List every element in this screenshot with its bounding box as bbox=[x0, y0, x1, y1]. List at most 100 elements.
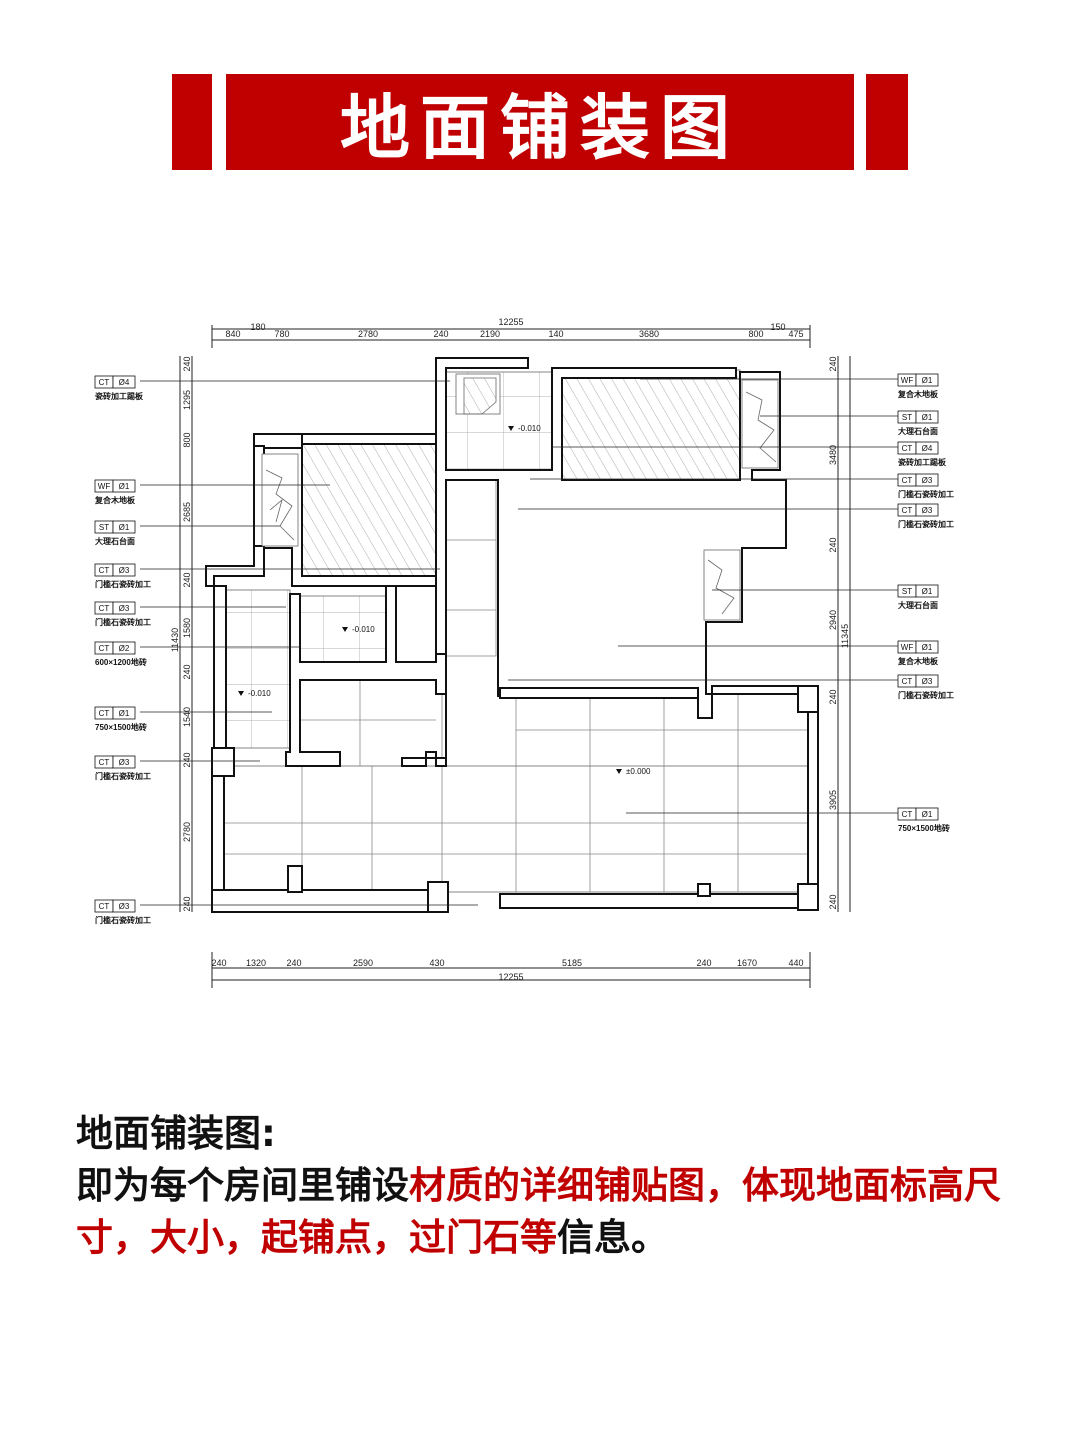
caption-text: 即为每个房间里铺设 bbox=[76, 1164, 409, 1207]
tag-num-box bbox=[112, 563, 136, 577]
top-dimension-lines bbox=[211, 325, 811, 348]
dim-bottom: 5185 bbox=[562, 958, 582, 968]
dim-top: 150 bbox=[770, 322, 785, 332]
dim-right: 240 bbox=[828, 356, 838, 371]
tag-code: WF bbox=[901, 643, 914, 652]
tag-num-box bbox=[112, 375, 136, 389]
tag-num-box bbox=[915, 410, 939, 424]
dim-bottom: 240 bbox=[696, 958, 711, 968]
left-dimension-lines bbox=[179, 356, 193, 912]
dim-right: 240 bbox=[828, 894, 838, 909]
banner-right-bar bbox=[866, 74, 908, 170]
dim-left: 1580 bbox=[182, 618, 192, 638]
tag-code: CT bbox=[902, 810, 913, 819]
tag-num-box bbox=[112, 601, 136, 615]
tag-num-box bbox=[915, 807, 939, 821]
dim-bottom: 1320 bbox=[246, 958, 266, 968]
tag-code: CT bbox=[99, 604, 110, 613]
dim-top: 2780 bbox=[358, 329, 378, 339]
tag-desc: 门槛石瓷砖加工 bbox=[95, 579, 151, 589]
tag-num: Ø1 bbox=[922, 413, 933, 422]
tag-num-box bbox=[915, 640, 939, 654]
tag-num: Ø3 bbox=[922, 506, 933, 515]
tag-code: CT bbox=[902, 476, 913, 485]
tag-num-box bbox=[915, 441, 939, 455]
tag-desc: 瓷砖加工踢板 bbox=[95, 391, 144, 401]
tag-desc: 大理石台面 bbox=[898, 600, 938, 610]
left-material-tag: CT Ø3 门槛石瓷砖加工 bbox=[94, 563, 151, 589]
tag-num-box bbox=[112, 706, 136, 720]
tag-code: CT bbox=[902, 444, 913, 453]
dim-bottom: 440 bbox=[788, 958, 803, 968]
dim-left: 1295 bbox=[182, 390, 192, 410]
marble-areas bbox=[261, 373, 779, 621]
tag-desc: 大理石台面 bbox=[95, 536, 135, 546]
floor-plan: 12255 840 180 780 2780 240 2190 140 3680… bbox=[94, 317, 954, 988]
level-marker: -0.010 bbox=[352, 625, 375, 634]
dim-top: 240 bbox=[433, 329, 448, 339]
tag-code: CT bbox=[902, 506, 913, 515]
dim-top-total: 12255 bbox=[498, 317, 523, 327]
dim-bottom: 2590 bbox=[353, 958, 373, 968]
tag-num-box bbox=[112, 899, 136, 913]
page-title: 地面铺装图 bbox=[340, 86, 740, 169]
tag-desc: 瓷砖加工踢板 bbox=[898, 457, 947, 467]
caption-highlight: 材质的详细铺贴图，体现地面标高尺寸，大小，起铺点，过门石等 bbox=[76, 1164, 1001, 1259]
tag-code: ST bbox=[99, 523, 109, 532]
dim-left: 240 bbox=[182, 664, 192, 679]
caption-body: 即为每个房间里铺设材质的详细铺贴图，体现地面标高尺寸，大小，起铺点，过门石等信息… bbox=[76, 1160, 1016, 1264]
level-marker: -0.010 bbox=[518, 424, 541, 433]
bedroom-wood-floor-top bbox=[557, 369, 741, 481]
bedroom-wood-floor-left bbox=[301, 443, 437, 577]
dim-top: 3680 bbox=[639, 329, 659, 339]
dim-top: 780 bbox=[274, 329, 289, 339]
tag-num-box bbox=[112, 479, 136, 493]
tag-desc: 750×1500地砖 bbox=[898, 823, 950, 833]
dim-left: 240 bbox=[182, 572, 192, 587]
title-banner: 地面铺装图 bbox=[226, 74, 854, 170]
dim-top: 475 bbox=[788, 329, 803, 339]
dim-right: 3905 bbox=[828, 790, 838, 810]
tag-desc: 门槛石瓷砖加工 bbox=[898, 489, 954, 499]
tag-num-box bbox=[915, 473, 939, 487]
tag-code: WF bbox=[98, 482, 111, 491]
dim-left: 2780 bbox=[182, 822, 192, 842]
tag-num: Ø1 bbox=[922, 376, 933, 385]
living-tile-grid bbox=[224, 479, 808, 892]
dim-left: 240 bbox=[182, 752, 192, 767]
tag-num: Ø1 bbox=[922, 587, 933, 596]
tag-code: CT bbox=[99, 566, 110, 575]
right-dimension-lines bbox=[837, 356, 851, 912]
tag-num: Ø3 bbox=[119, 566, 130, 575]
dim-right: 3480 bbox=[828, 445, 838, 465]
bottom-dimension-lines bbox=[211, 952, 811, 988]
leader-lines bbox=[140, 378, 898, 906]
caption: 地面铺装图: 即为每个房间里铺设材质的详细铺贴图，体现地面标高尺寸，大小，起铺点… bbox=[76, 1108, 1016, 1264]
tag-num-box bbox=[915, 503, 939, 517]
tag-num-box bbox=[112, 755, 136, 769]
tag-num: Ø1 bbox=[922, 643, 933, 652]
tag-code: CT bbox=[99, 902, 110, 911]
tag-num: Ø4 bbox=[922, 444, 933, 453]
tag-num: Ø1 bbox=[119, 709, 130, 718]
tag-code: WF bbox=[901, 376, 914, 385]
dim-left: 1540 bbox=[182, 707, 192, 727]
tag-desc: 复合木地板 bbox=[94, 495, 136, 505]
tag-desc: 复合木地板 bbox=[897, 389, 939, 399]
tag-num-box bbox=[915, 373, 939, 387]
tag-code: ST bbox=[902, 413, 912, 422]
tag-num-box bbox=[915, 584, 939, 598]
